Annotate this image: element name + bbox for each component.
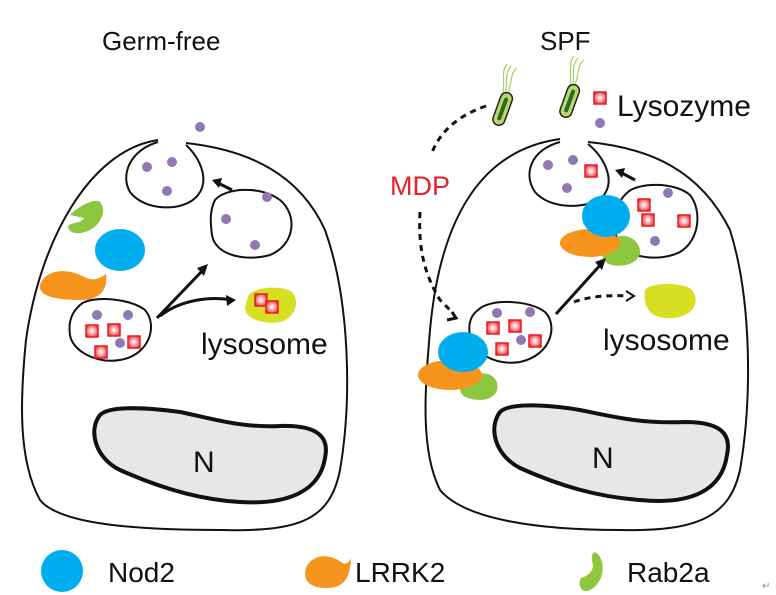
cell-membrane [424, 138, 750, 532]
lrrk2-icon [305, 556, 351, 588]
legend-item-rab2a: Rab2a [579, 552, 710, 592]
arrow-to-lysosome [573, 294, 629, 304]
arrow-to-vesicle [554, 260, 605, 316]
lysosome-label: lysosome [603, 324, 730, 357]
rab2a-icon [579, 552, 603, 592]
lysosome-shape [644, 284, 696, 319]
lysozyme-legend-square [593, 91, 607, 105]
legend-item-lrrk2: LRRK2 [305, 556, 445, 588]
rab2a-shape [68, 200, 104, 234]
lysosome-label: lysosome [201, 328, 328, 361]
arrow-to-lysosome [159, 297, 233, 318]
mdp-label: MDP [390, 171, 450, 201]
nod2-shape [95, 229, 145, 271]
lysozyme-legend-dot [595, 118, 605, 128]
legend: Nod2 LRRK2 Rab2a [41, 550, 710, 592]
bacterium-icon [557, 55, 585, 120]
nucleus-label: N [592, 442, 614, 475]
nucleus [492, 403, 730, 503]
legend-item-nod2: Nod2 [41, 550, 175, 592]
nucleus [92, 406, 328, 505]
vesicle-apical [528, 141, 610, 207]
vesicle-upper-right [209, 188, 293, 259]
lrrk2-shape [39, 271, 107, 300]
legend-label: Rab2a [627, 557, 710, 588]
nod2-shape [582, 195, 630, 237]
panel-germ-free: Germ-free lysosome N [20, 26, 349, 532]
return-mark: ↵ [762, 581, 770, 592]
nod2-icon [41, 550, 83, 592]
legend-label: Nod2 [108, 557, 175, 588]
cell-membrane [20, 139, 349, 532]
nucleus-label: N [193, 446, 215, 479]
nod2-shape [438, 332, 488, 372]
vesicle-lower [68, 298, 152, 362]
mdp-path-lower [418, 211, 454, 314]
bacterium-icon [490, 63, 518, 128]
vesicle-lower [468, 300, 553, 364]
mdp-path-upper [429, 104, 487, 156]
vesicle-apical [125, 141, 205, 209]
panel-title-spf: SPF [540, 26, 591, 56]
legend-label: LRRK2 [355, 557, 445, 588]
lysozyme-dot-outside [195, 122, 205, 132]
lysozyme-label: Lysozyme [617, 90, 751, 123]
arrow-to-vesicle [155, 266, 207, 320]
panel-spf: SPF Lysozyme MDP lysosome [390, 26, 751, 532]
panel-title-germ-free: Germ-free [102, 26, 220, 56]
